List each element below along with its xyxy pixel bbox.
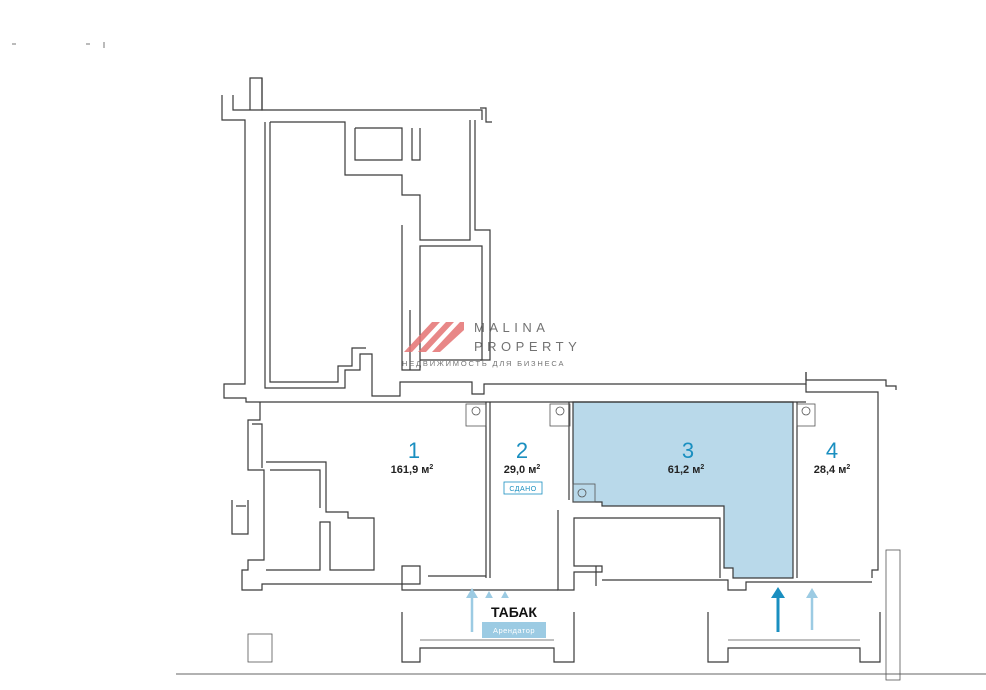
room-1-number: 1: [408, 438, 420, 463]
room-2-number: 2: [516, 438, 528, 463]
room-4-area: 28,4 м2: [814, 464, 851, 476]
tenant-sign: ТАБАК Арендатор: [482, 598, 546, 638]
entrance-porches: [247, 549, 901, 681]
room-2-area: 29,0 м2: [504, 464, 541, 476]
tenant-name: ТАБАК: [491, 604, 537, 620]
malina-property-logo: MALINA PROPERTY НЕДВИЖИМОСТЬ ДЛЯ БИЗНЕСА: [402, 320, 581, 368]
room-1-area: 161,9 м2: [391, 464, 434, 476]
room-2-status-badge: [503, 481, 543, 495]
logo-line2: PROPERTY: [474, 339, 581, 354]
logo-line1: MALINA: [474, 320, 549, 335]
room-3-highlight[interactable]: [572, 401, 794, 579]
room-4-number: 4: [826, 438, 838, 463]
logo-tagline: НЕДВИЖИМОСТЬ ДЛЯ БИЗНЕСА: [402, 359, 565, 368]
room-2-status-text: СДАНО: [509, 486, 536, 493]
tenant-label: Арендатор: [493, 626, 535, 635]
corner-marks: [12, 42, 105, 48]
building-walls: [221, 77, 897, 591]
room-3-number: 3: [682, 438, 694, 463]
entrance-arrow-icon: [466, 587, 818, 632]
wc-icon: [465, 403, 816, 503]
room-3-area: 61,2 м2: [668, 464, 705, 476]
